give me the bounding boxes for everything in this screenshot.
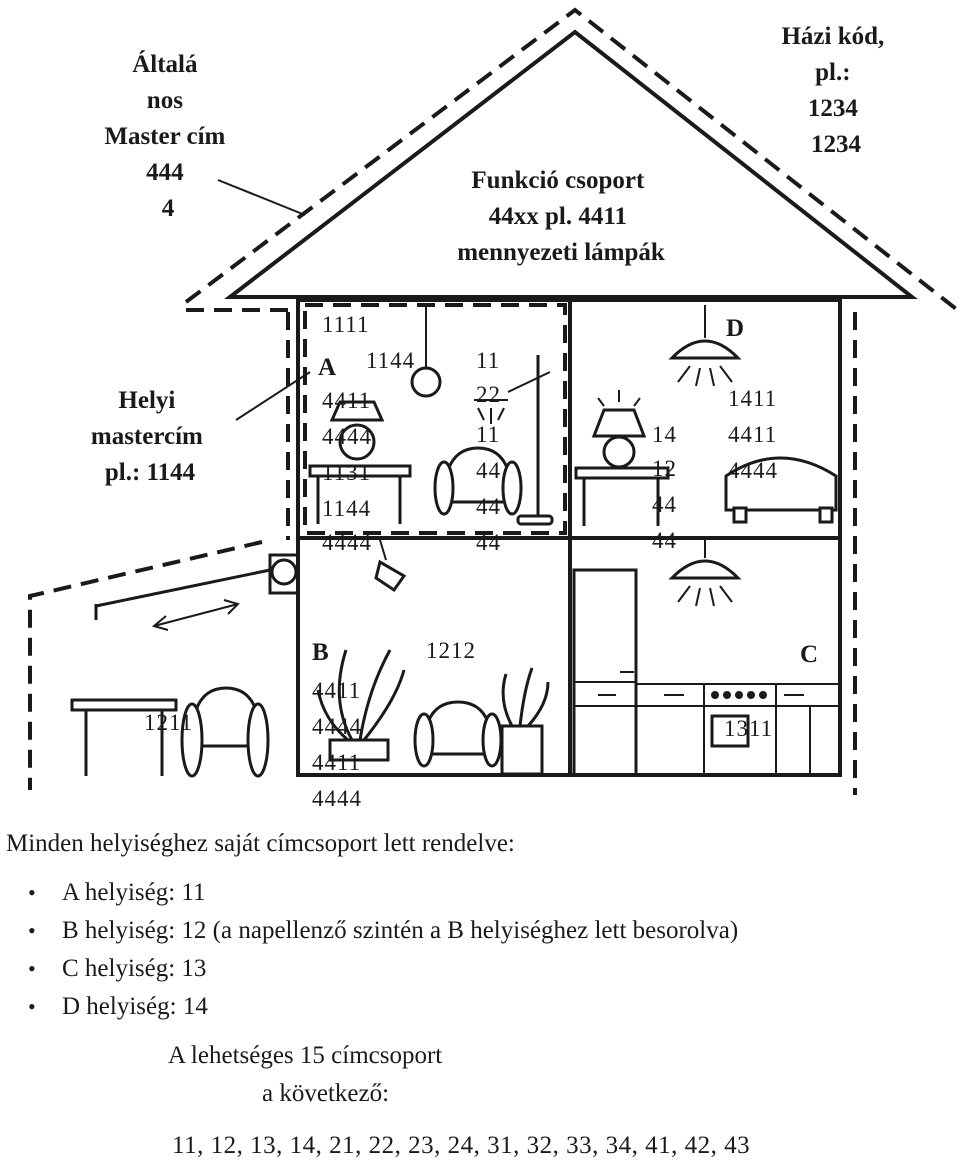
possible-groups-title-line1: A lehetséges 15 címcsoport [168,1042,443,1069]
intro-text: Minden helyiséghez saját címcsoport lett… [6,830,515,857]
room-d-name: D [726,315,744,342]
terrace-dashed-boundary [28,540,263,790]
room-group-list: •A helyiség: 11 •B helyiség: 12 (a napel… [28,874,738,1026]
master-leader-line [217,179,306,216]
room-b-armchair-icon [413,700,503,768]
master-general-label: Általá nos Master cím 444 4 [104,50,231,222]
room-a-pendant-lamp-icon [410,305,442,398]
room-a-name: A [318,354,336,381]
room-c-pendant-lamp-icon [668,540,742,607]
room-b-spotlight-icon [374,539,407,593]
function-group-label: Funkció csoport 44xx pl. 4411 mennyezeti… [457,167,665,266]
bullet: • [28,880,36,905]
house-code-label: Házi kód, pl.: 1234 1234 [781,23,890,158]
kitchen-icon [572,568,840,777]
room-a-table-lamp-icon [329,400,385,461]
room-a-group-boundary [303,303,567,535]
room-d-table-icon [574,466,670,526]
room-b-large-plant-icon [316,649,406,762]
possible-groups-title-line2: a következő: [262,1080,390,1107]
room-b-codes-left: 4411 4444 4411 4444 [312,678,369,811]
room-d-codes-right: 1411 4411 4444 [728,386,784,483]
terrace-armchair-icon [180,686,270,778]
terrace-table-icon [70,698,178,776]
list-item: •C helyiség: 13 [28,950,738,988]
room-d-table-lamp-icon [591,390,647,469]
room-b-small-plant-icon [500,667,550,776]
list-item: •D helyiség: 14 [28,988,738,1026]
possible-groups-list: 11, 12, 13, 14, 21, 22, 23, 24, 31, 32, … [172,1132,751,1159]
list-item: •A helyiség: 11 [28,874,738,912]
room-c-code: 1311 [724,716,773,741]
awning-icon [94,553,300,631]
roof [224,29,918,299]
local-master-leader-line [235,371,311,421]
room-a-armchair-icon [433,446,523,516]
general-master-boundary [184,7,960,314]
list-item: •B helyiség: 12 (a napellenző szintén a … [28,912,738,950]
room-a-table-icon [308,464,412,524]
bullet: • [28,956,36,981]
room-a-codes-right: 11 22 11 44 44 44 [476,348,508,555]
local-master-label: Helyi mastercím pl.: 1144 [91,387,209,486]
bullet: • [28,994,36,1019]
room-d-bed-icon [724,456,838,524]
room-d-codes-mid: 14 12 44 44 [652,422,684,553]
house-diagram: Általá nos Master cím 444 4 Házi kód, pl… [28,7,960,811]
room-b-code-top: 1212 [426,638,476,663]
room-a-floor-lamp-icon [474,355,554,526]
room-b-name: B [312,639,329,666]
room-c-name: C [800,641,818,668]
bullet: • [28,918,36,943]
terrace-code: 1211 [144,710,193,735]
room-d-pendant-lamp-icon [668,305,742,387]
room-a-codes-left: 1111 1144 4411 4444 1131 1144 4444 [322,312,422,555]
